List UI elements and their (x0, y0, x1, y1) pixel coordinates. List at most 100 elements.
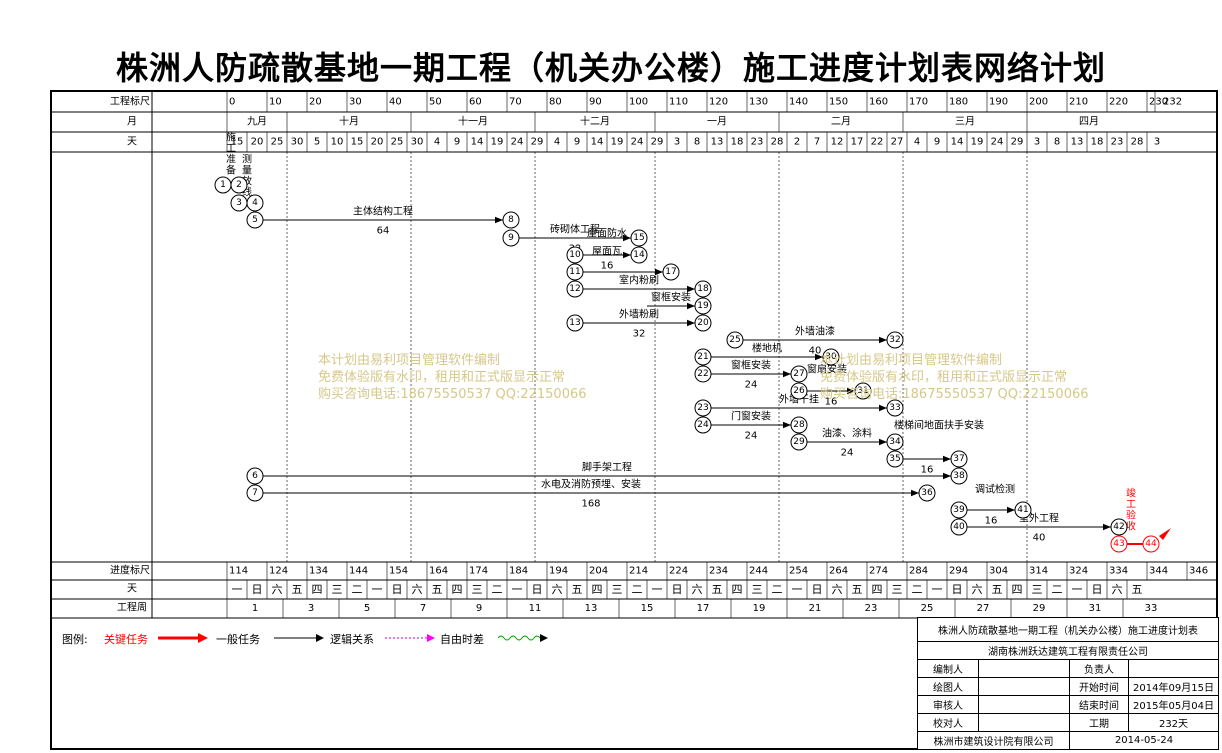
top-scale-tick: 20 (309, 97, 322, 108)
month-label: 九月 (247, 116, 267, 128)
event-node (694, 297, 712, 315)
vertical-label-char: 量 (242, 165, 252, 177)
activity-label: 砖砌体工程 (550, 223, 600, 236)
watermark-line2: 免费体验版有水印，租用和正式版显示正常 (820, 370, 1068, 385)
event-node-number: 13 (569, 318, 580, 328)
tb-project: 株洲人防疏散基地一期工程（机关办公楼）施工进度计划表 (917, 617, 1219, 642)
tb-draw-val (978, 676, 1070, 696)
event-node-number: 34 (889, 437, 901, 447)
event-node (694, 280, 712, 298)
annotation-label: 屋面防水 (587, 227, 627, 240)
top-scale-tick: 160 (869, 97, 888, 108)
weekday-header: 天 (127, 584, 137, 595)
event-node-number: 28 (793, 420, 805, 430)
tb-start-label: 开始时间 (1069, 676, 1129, 696)
top-scale-tick: 30 (349, 97, 362, 108)
activity-label: 油漆、涂料 (822, 427, 872, 440)
top-scale-tick: 220 (1109, 97, 1128, 108)
weekday-label: 日 (392, 583, 403, 596)
event-node (566, 263, 584, 281)
weekday-label: 五 (292, 583, 303, 596)
event-node (566, 280, 584, 298)
bottom-scale-tick: 346 (1189, 566, 1208, 577)
event-node-number: 21 (697, 352, 708, 362)
weekday-label: 四 (872, 583, 883, 596)
tb-resp-val (1128, 658, 1219, 678)
activity-label: 外墙粉刷 (619, 308, 659, 321)
weekday-label: 五 (572, 583, 583, 596)
weekday-label: 六 (412, 583, 423, 596)
day-label: 14 (951, 137, 964, 148)
week-label: 27 (977, 603, 990, 614)
legend-free-float-wave-icon (498, 634, 548, 642)
weekday-label: 二 (772, 583, 783, 596)
event-node-number: 37 (953, 454, 964, 464)
day-label: 18 (731, 137, 744, 148)
top-scale-tick: 210 (1069, 97, 1088, 108)
event-node (694, 314, 712, 332)
event-node-number: 29 (793, 437, 805, 447)
top-scale-tick: 60 (469, 97, 482, 108)
event-node-number: 8 (508, 215, 514, 225)
event-node-number: 1 (220, 180, 226, 190)
day-label: 17 (851, 137, 864, 148)
day-label: 29 (1011, 137, 1024, 148)
event-node-number: 32 (889, 335, 900, 345)
activity-label: 楼地机 (752, 342, 782, 355)
activity-duration: 32 (633, 329, 646, 340)
event-node-number: 17 (665, 267, 676, 277)
week-label: 13 (585, 603, 598, 614)
bottom-scale-tick: 124 (269, 566, 288, 577)
weekday-label: 三 (1032, 583, 1043, 596)
top-scale-tick: 90 (589, 97, 602, 108)
day-label: 5 (314, 137, 320, 148)
event-node (1110, 518, 1128, 536)
weekday-label: 六 (972, 583, 983, 596)
week-label: 33 (1145, 603, 1158, 614)
event-node (918, 484, 936, 502)
bottom-scale-tick: 204 (589, 566, 608, 577)
event-node (950, 501, 968, 519)
weekday-label: 日 (672, 583, 683, 596)
day-label: 23 (751, 137, 764, 148)
weekday-label: 五 (992, 583, 1003, 596)
event-node (950, 518, 968, 536)
month-label: 十二月 (580, 115, 610, 128)
event-node (822, 348, 840, 366)
tb-edit-label: 编制人 (917, 658, 979, 678)
top-scale-tick: 150 (829, 97, 848, 108)
activity-label: 水电及消防预埋、安装 (541, 478, 641, 491)
weekday-label: 二 (492, 583, 503, 596)
watermark-right: 本计划由易利项目管理软件编制 免费体验版有水印，租用和正式版显示正常 购买咨询电… (820, 352, 1089, 403)
event-node (694, 365, 712, 383)
week-label: 23 (865, 603, 878, 614)
event-node (566, 314, 584, 332)
day-label: 8 (1054, 137, 1060, 148)
event-node (246, 467, 264, 485)
day-label: 3 (674, 137, 680, 148)
month-label: 一月 (707, 116, 727, 128)
event-node (886, 399, 904, 417)
weekday-label: 五 (1132, 583, 1143, 596)
event-node-number: 26 (793, 386, 805, 396)
day-label: 14 (591, 137, 604, 148)
weekday-label: 四 (1012, 583, 1023, 596)
event-node-number: 41 (1017, 505, 1028, 515)
page-title: 株洲人防疏散基地一期工程（机关办公楼）施工进度计划表网络计划 (115, 49, 1106, 87)
weekday-label: 六 (1112, 583, 1123, 596)
event-node (566, 246, 584, 264)
bottom-scale-tick: 284 (909, 566, 928, 577)
event-node (502, 211, 520, 229)
event-node-number: 3 (236, 198, 242, 208)
event-node-number: 40 (953, 522, 965, 532)
top-scale-tick: 180 (949, 97, 968, 108)
day-label: 19 (611, 137, 624, 148)
bottom-scale-tick: 304 (989, 566, 1008, 577)
weekday-label: 四 (732, 583, 743, 596)
day-label: 27 (891, 137, 904, 148)
week-label: 11 (529, 603, 542, 614)
top-scale-tick: 140 (789, 97, 808, 108)
activity-duration: 168 (581, 499, 600, 510)
day-label: 28 (771, 137, 784, 148)
activity-duration: 16 (825, 397, 838, 408)
